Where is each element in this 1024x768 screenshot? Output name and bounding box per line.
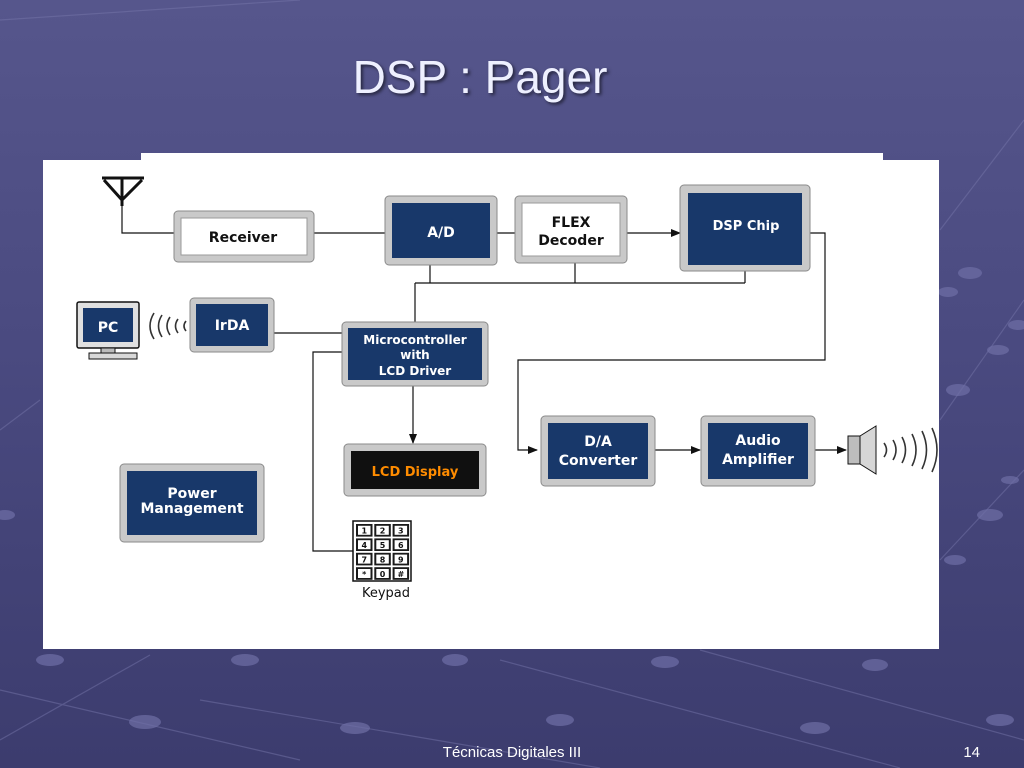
flex-label-line1: FLEX [552,215,591,231]
mcu-label-line3: LCD Driver [379,364,452,378]
dsp-chip-label: DSP Chip [713,219,780,234]
da-label-line2: Converter [559,453,638,469]
keypad-key-face [358,540,371,550]
keypad-key-label: 2 [380,527,386,536]
irda-block: IrDA [189,297,275,353]
keypad-key-label: * [362,570,367,579]
dsp-chip-block: DSP Chip [679,184,811,272]
power-label-line2: Management [140,501,243,517]
slide-title: DSP : Pager [352,51,608,103]
keypad-icon: 1 2 3 4 5 6 7 8 9 * 0 # Keypad [352,520,412,601]
keypad-key-face [394,569,408,578]
keypad-key-face [376,554,389,564]
keypad-key-face [358,525,371,535]
keypad-key-label: 8 [380,555,386,564]
footer-course-name: Técnicas Digitales III [442,744,582,761]
amp-label-line1: Audio [735,433,781,449]
keypad-key-label: 3 [398,527,404,536]
flex-decoder-block: FLEX Decoder [514,195,628,264]
receiver-label: Receiver [209,230,277,246]
power-label-line1: Power [167,486,216,502]
receiver-block: Receiver [173,210,315,263]
keypad-key-label: 9 [398,555,404,564]
lcd-display-block: LCD Display [343,443,487,497]
amp-label-line2: Amplifier [722,452,794,468]
pc-monitor-icon: PC [76,301,140,360]
keypad-key-face [358,569,371,578]
mcu-label-line2: with [400,348,429,362]
speaker-icon [847,425,938,475]
keypad-key-label: 1 [361,527,367,536]
da-label-line1: D/A [584,434,612,450]
power-management-block: Power Management [119,463,265,543]
ad-label: A/D [427,225,455,241]
keypad-label: Keypad [362,586,410,601]
audio-amplifier-block: Audio Amplifier [700,415,816,487]
keypad-key-face [394,540,408,550]
keypad-key-face [358,554,371,564]
flex-label-line2: Decoder [538,233,604,249]
diagram-panel-top [141,153,883,161]
keypad-key-face [376,525,389,535]
keypad-key-label: 0 [380,570,386,579]
microcontroller-block: Microcontroller with LCD Driver [341,321,489,387]
keypad-key-label: 4 [361,541,367,550]
antenna-icon [102,176,144,206]
keypad-key-face [376,540,389,550]
keypad-key-label: 7 [361,555,367,564]
keypad-key-label: # [397,570,404,579]
keypad-key-face [376,569,389,578]
keypad-key-face [394,554,408,564]
signal-wires [121,205,847,552]
keypad-key-label: 6 [398,541,404,550]
slide-number: 14 [963,744,980,761]
irda-label: IrDA [215,318,250,334]
keypad-key-label: 5 [380,541,386,550]
ad-block: A/D [384,195,498,266]
da-converter-block: D/A Converter [540,415,656,487]
pc-label: PC [98,320,119,336]
lcd-display-label: LCD Display [372,465,459,480]
mcu-label-line1: Microcontroller [363,333,466,347]
infrared-waves-icon [149,312,187,340]
keypad-key-face [394,525,408,535]
